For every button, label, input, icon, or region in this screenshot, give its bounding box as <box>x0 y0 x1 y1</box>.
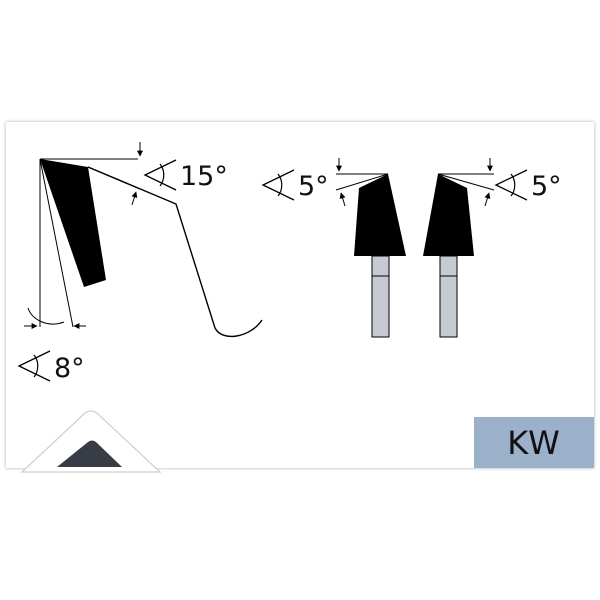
bevel-angle-line-right <box>437 173 495 191</box>
bevel-angle-line-left <box>335 173 389 191</box>
clearance-reference-line <box>39 158 74 328</box>
tooth-front-right: 5° <box>423 158 562 338</box>
angle-symbol-icon <box>261 169 295 201</box>
carbide-tip <box>40 159 106 287</box>
tooth-type-badge-label: KW <box>507 423 561 462</box>
clearance-angle-label: 8° <box>17 350 85 384</box>
angle-symbol-icon <box>143 159 177 191</box>
rake-angle-value: 15° <box>180 161 228 192</box>
tooth-tip-left <box>354 174 406 256</box>
clearance-angle-arc <box>27 307 65 325</box>
tooth-tip-icon <box>57 440 122 467</box>
rake-arrow-bottom <box>131 191 138 206</box>
tooth-type-badge: KW <box>474 417 594 468</box>
clearance-angle-value: 8° <box>54 353 85 384</box>
diagram-card <box>6 122 594 468</box>
angle-symbol-icon <box>17 350 51 382</box>
tooth-side-profile: 15° 8° <box>17 142 263 384</box>
tooth-body-outline <box>87 166 263 338</box>
bevel-right-angle-value: 5° <box>531 171 562 202</box>
tooth-shank-left <box>371 255 390 338</box>
bevel-left-angle-value: 5° <box>298 171 329 202</box>
rake-angle-label: 15° <box>143 159 228 192</box>
tooth-front-left: 5° <box>261 158 406 338</box>
tooth-shank-right <box>439 255 458 338</box>
rake-reference-line <box>87 166 141 190</box>
tooth-type-notch <box>20 410 162 473</box>
angle-symbol-icon <box>494 169 528 201</box>
tooth-tip-right <box>423 174 474 256</box>
bevel-arrow-bottom-left <box>339 192 346 207</box>
bevel-arrow-bottom-right <box>484 192 491 207</box>
